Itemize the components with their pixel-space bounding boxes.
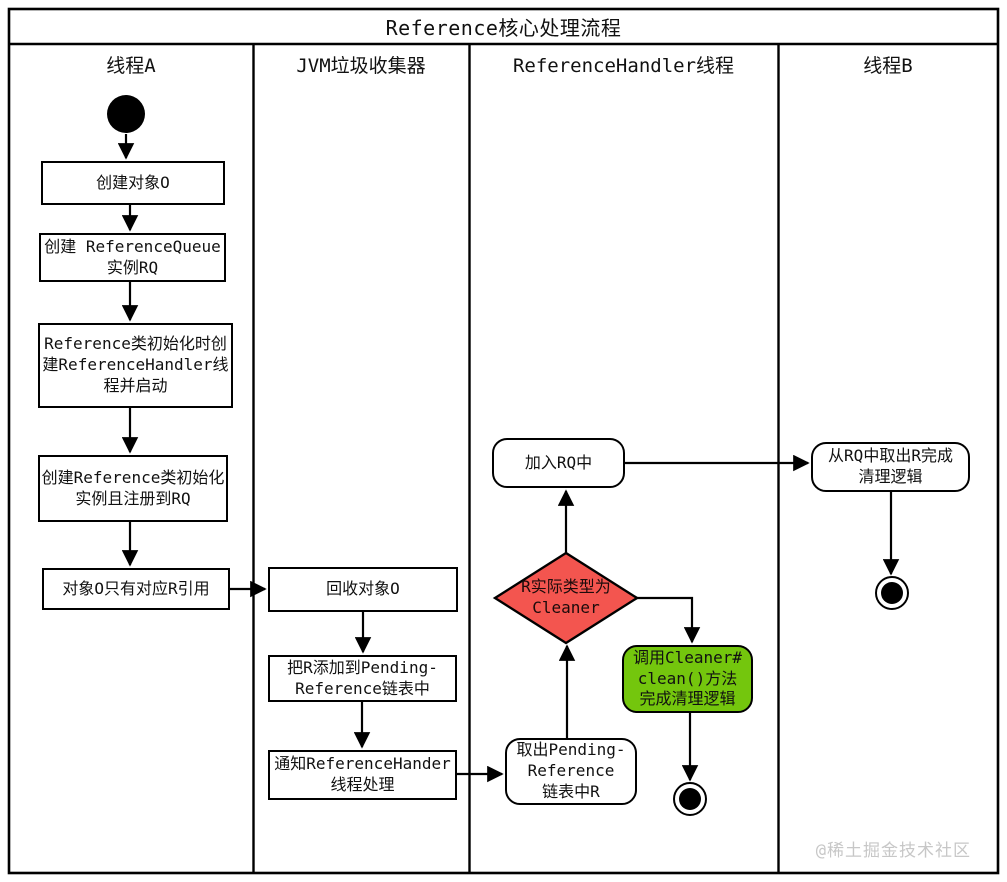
decision-diamond: [492, 551, 640, 645]
lane-label-thread-a: 线程A: [106, 54, 156, 77]
activity-take-pending: 取出Pending- Reference 链表中R: [505, 738, 637, 805]
activity-dequeue-rq: 从RQ中取出R完成 清理逻辑: [811, 442, 970, 492]
activity-add-pending: 把R添加到Pending- Reference链表中: [268, 655, 457, 702]
activity-enqueue-rq: 加入RQ中: [492, 438, 625, 488]
activity-create-queue: 创建 ReferenceQueue 实例RQ: [39, 233, 226, 282]
diagram-title: Reference核心处理流程: [385, 16, 622, 40]
activity-create-object: 创建对象O: [41, 161, 225, 205]
lane-label-reference-handler: ReferenceHandler线程: [512, 54, 735, 77]
activity-collect-object: 回收对象O: [268, 567, 458, 612]
outer-frame: [7, 7, 1000, 875]
watermark: @稀土掘金技术社区: [815, 841, 971, 861]
lane-label-gc: JVM垃圾收集器: [296, 54, 426, 77]
final-node-cleaner-ring: [673, 782, 707, 816]
decision-label: R实际类型为 Cleaner: [521, 577, 611, 617]
start-node: [107, 95, 145, 133]
final-node-threadb-ring: [875, 576, 909, 610]
final-node-threadb: [881, 582, 903, 604]
final-node-cleaner: [679, 788, 701, 810]
activity-init-reference-class: Reference类初始化时创 建ReferenceHandler线 程并启动: [38, 323, 233, 408]
activity-only-r-reference: 对象O只有对应R引用: [42, 568, 230, 610]
activity-call-cleaner-clean: 调用Cleaner# clean()方法 完成清理逻辑: [622, 645, 753, 713]
activity-notify-handler: 通知ReferenceHander 线程处理: [268, 750, 457, 800]
lane-label-thread-b: 线程B: [863, 54, 913, 77]
arrow-decision-to-call-clean: [637, 596, 701, 644]
activity-create-reference: 创建Reference类初始化 实例且注册到RQ: [38, 455, 228, 522]
